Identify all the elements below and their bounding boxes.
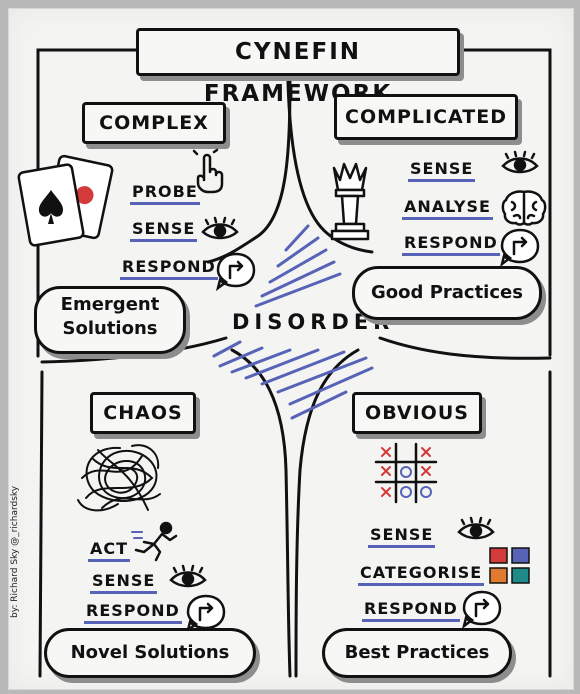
chaos-step-respond: RESPOND [84,602,182,624]
obvious-practice-cloud: Best Practices [322,628,512,678]
obvious-step-respond: RESPOND [362,600,460,622]
complicated-title: COMPLICATED [334,94,518,140]
playing-cards-icon [17,154,114,247]
chess-queen-icon [330,162,370,241]
page-title: CYNEFIN FRAMEWORK [136,28,460,107]
chaos-step-act: ACT [88,540,131,562]
complicated-practice-cloud: Good Practices [352,266,542,320]
chaos-title: CHAOS [90,392,196,434]
respond-arrow-icon [499,228,540,268]
complicated-step-analyse: ANALYSE [402,198,493,220]
complex-title: COMPLEX [82,102,226,144]
complex-practice-cloud: Emergent Solutions [34,286,186,354]
chaos-step-sense: SENSE [90,572,158,594]
obvious-practice-label: Best Practices [344,642,490,663]
obvious-step-sense: SENSE [368,526,436,548]
tic-tac-toe-icon [374,442,438,504]
obvious-title: OBVIOUS [352,392,482,434]
respond-arrow-icon [461,590,502,630]
eye-icon [501,150,539,174]
pointing-hand-icon [192,148,224,194]
respond-arrow-icon [215,252,256,292]
disorder-hatching [212,224,374,420]
obvious-step-categorise: CATEGORISE [358,564,485,586]
chaos-practice-cloud: Novel Solutions [44,628,256,678]
complex-step-respond: RESPOND [120,258,218,280]
complex-practice-label: Emergent Solutions [60,294,160,339]
eye-icon [457,516,495,540]
complicated-step-respond: RESPOND [402,234,500,256]
eye-icon [169,564,207,588]
complex-step-probe: PROBE [130,183,200,205]
eye-icon [201,216,239,240]
brain-icon [501,190,547,226]
complex-step-sense: SENSE [130,220,198,242]
chaos-practice-label: Novel Solutions [70,642,230,663]
color-squares-icon [489,547,530,584]
respond-arrow-icon [185,594,226,634]
scribble-tangle-icon [77,444,161,512]
complicated-practice-label: Good Practices [371,282,523,303]
running-person-icon [131,521,178,562]
author-credit: by: Richard Sky @_richardsky [10,485,20,618]
complicated-step-sense: SENSE [408,160,476,182]
